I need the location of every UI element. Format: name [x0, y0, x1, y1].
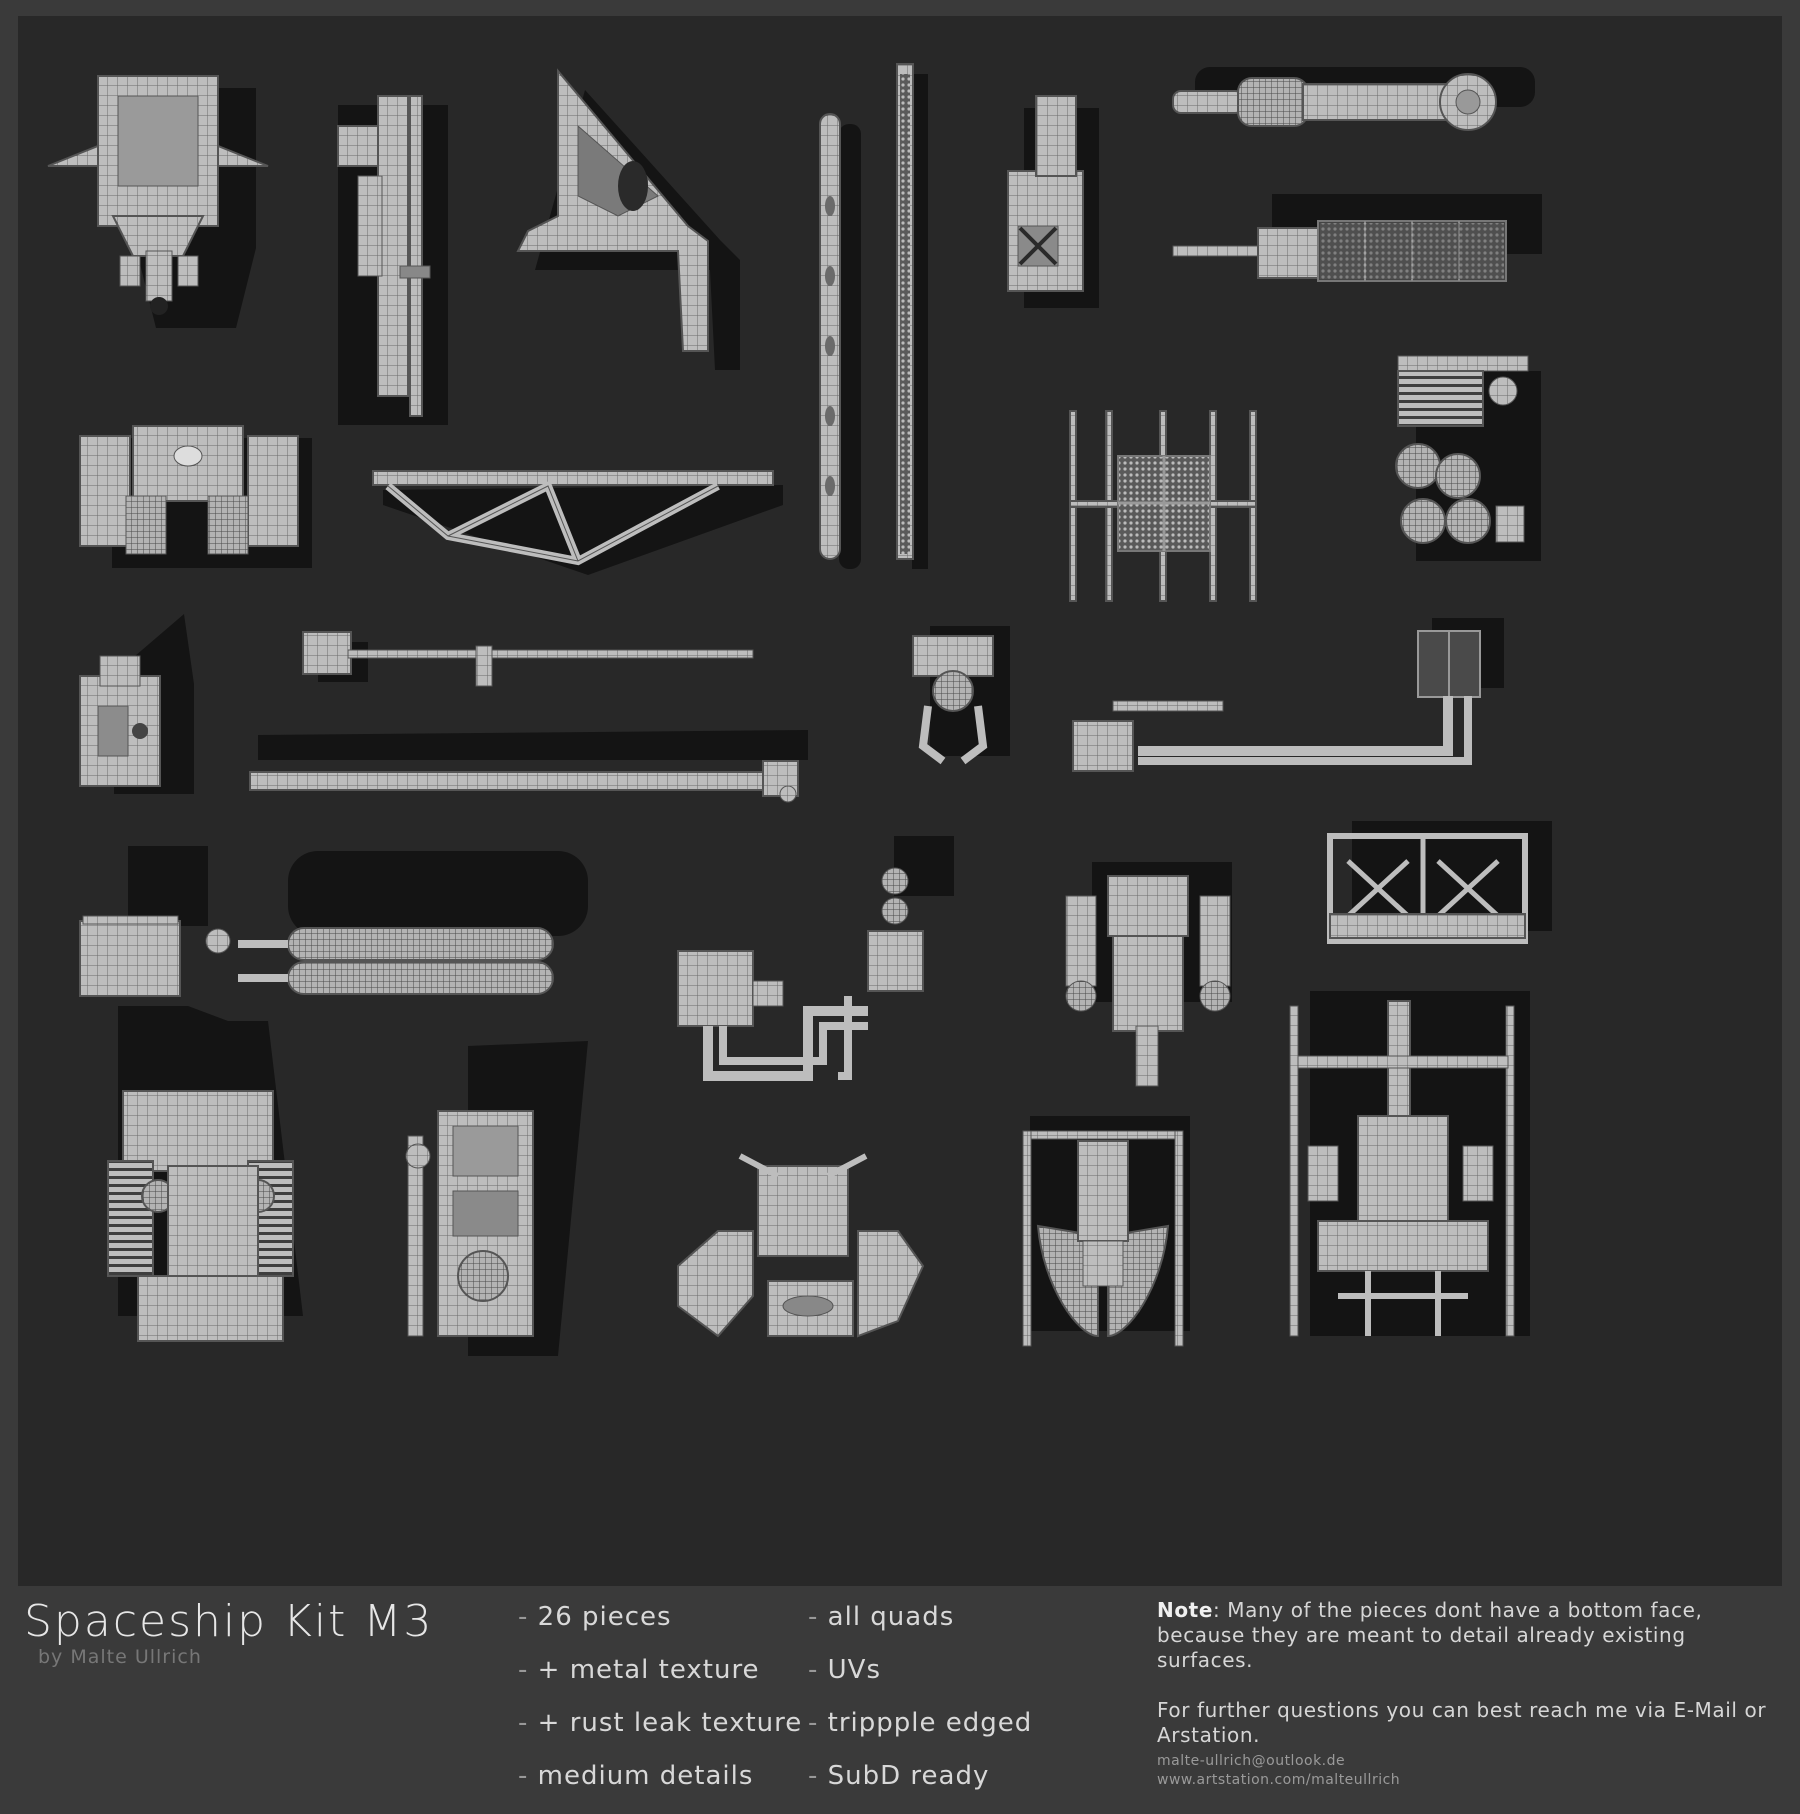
- long-beam-piece: [249, 730, 808, 803]
- contact-email[interactable]: malte-ullrich@outlook.de: [1157, 1753, 1346, 1769]
- contact-website[interactable]: www.artstation.com/malteullrich: [1157, 1772, 1401, 1788]
- truss-beam-piece: [372, 470, 783, 575]
- control-box-piece: [1007, 95, 1099, 308]
- long-rail-piece: [819, 113, 861, 569]
- vertical-pipe-piece: [337, 95, 448, 425]
- hex-mount-piece: [677, 1153, 925, 1338]
- engine-bracket-piece: [47, 75, 269, 328]
- perforated-rail-piece: [896, 63, 928, 569]
- feature-list-left: 26 pieces + metal texture + rust leak te…: [518, 1602, 802, 1814]
- small-machine-piece: [79, 614, 194, 794]
- note-body: : Many of the pieces dont have a bottom …: [1157, 1598, 1703, 1672]
- feature-item: 26 pieces: [518, 1602, 802, 1655]
- thin-rod-piece: [302, 631, 754, 687]
- questions-text: For further questions you can best reach…: [1157, 1698, 1767, 1747]
- turbine-block-piece: [405, 1041, 588, 1356]
- feature-item: + rust leak texture: [518, 1708, 802, 1761]
- clamp-piece: [912, 626, 1010, 765]
- note-text: Note: Many of the pieces dont have a bot…: [1157, 1598, 1787, 1673]
- twin-tank-piece: [79, 846, 588, 997]
- grille-frame-piece: [1069, 410, 1257, 602]
- model-showcase-canvas: [18, 16, 1782, 1586]
- railing-piece: [1327, 821, 1552, 944]
- note-label: Note: [1157, 1598, 1214, 1622]
- feature-list-right: all quads UVs trippple edged SubD ready: [808, 1602, 1032, 1814]
- l-pipe-box-piece: [1072, 618, 1504, 772]
- kit-title: Spaceship Kit M3: [24, 1596, 434, 1647]
- thruster-frame-piece: [1065, 862, 1232, 1087]
- pipe-network-piece: [677, 836, 954, 1081]
- feature-item: SubD ready: [808, 1761, 1032, 1814]
- contact-info: malte-ullrich@outlook.de www.artstation.…: [1157, 1752, 1400, 1790]
- large-engine-piece: [107, 1006, 303, 1342]
- twin-tank-pod-piece: [79, 425, 312, 568]
- feature-item: medium details: [518, 1761, 802, 1814]
- grated-arm-piece: [1172, 194, 1542, 282]
- author-byline: by Malte Ullrich: [38, 1646, 202, 1668]
- cylinder-piston-piece: [1172, 67, 1535, 131]
- footer-panel: Spaceship Kit M3 by Malte Ullrich 26 pie…: [0, 1586, 1800, 1800]
- fin-unit-piece: [1022, 1116, 1190, 1347]
- feature-item: trippple edged: [808, 1708, 1032, 1761]
- feature-item: + metal texture: [518, 1655, 802, 1708]
- angled-strut-piece: [516, 68, 740, 370]
- feature-item: UVs: [808, 1655, 1032, 1708]
- radiator-cluster-piece: [1395, 355, 1541, 561]
- tall-frame-piece: [1289, 991, 1530, 1337]
- feature-item: all quads: [808, 1602, 1032, 1655]
